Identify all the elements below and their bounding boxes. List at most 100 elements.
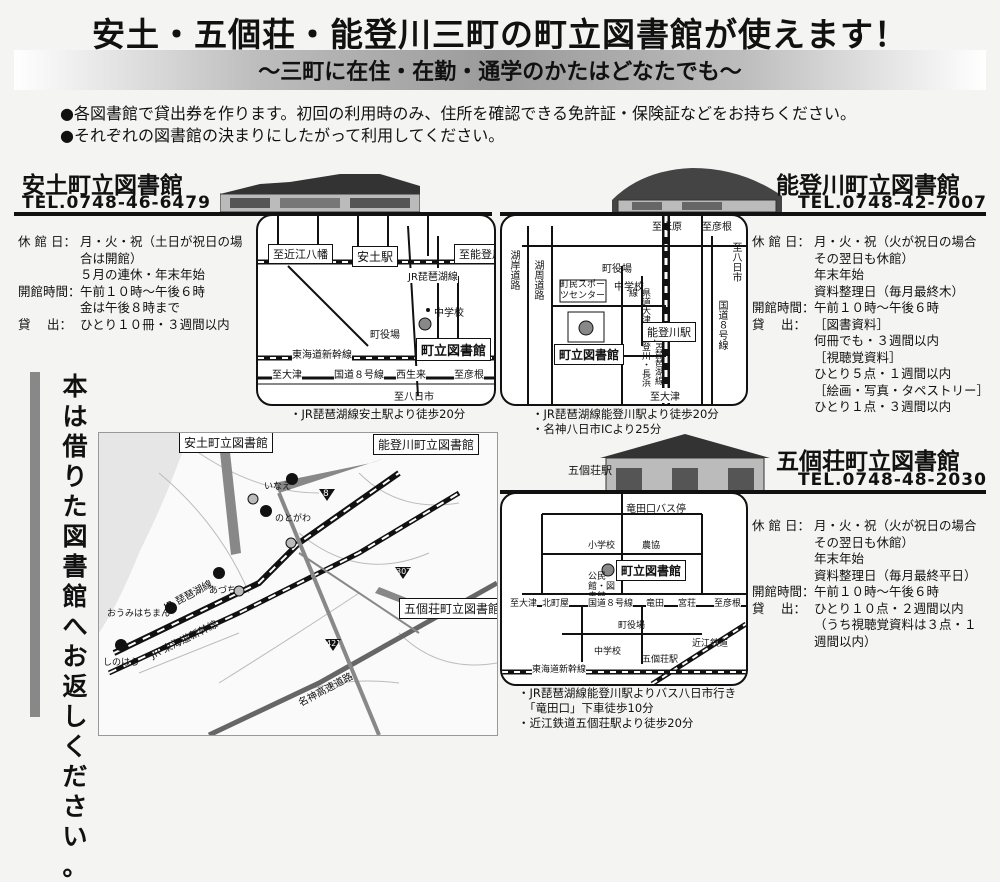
info-value: ひとり１０冊・３週間以内: [80, 316, 230, 332]
label-town-office: 町役場: [370, 330, 400, 341]
info-key: 開館時間：: [18, 283, 81, 299]
label-agri-coop: 農協: [642, 541, 661, 551]
note-2: ●それぞれの図書館の決まりにしたがって利用してください。: [60, 126, 505, 145]
label-biwako-line: JR琵琶湖線: [653, 340, 663, 385]
area-map: 安土町立図書館 能登川町立図書館 五個荘町立図書館 いなえ のとがわ あづち お…: [98, 432, 498, 736]
area-map-drawing: [99, 433, 497, 735]
info-value: 年末年始: [814, 267, 865, 282]
notogawa-map: 至米原 至彦根 至八日市 湖岸道路 湖周道路 町役場 中学校 町民スポーツセンタ…: [500, 214, 748, 406]
info-key: [752, 333, 814, 350]
info-key: 貸 出：: [18, 316, 72, 332]
label-gokasho-station: 五個荘駅: [642, 655, 679, 665]
label-notogawa-library: 町立図書館: [554, 344, 625, 365]
azuchi-info: 休 館 日：月・火・祝（土日が祝日の場合は開館） ５月の連休・年末年始 開館時間…: [18, 234, 253, 333]
info-key: [752, 267, 814, 284]
label-junior-high: 中学校: [434, 308, 464, 319]
info-value: ［絵画・写真・タペストリー］: [814, 382, 990, 398]
label-to-otsu: 至大津: [650, 388, 680, 403]
label-azuchi-library: 町立図書館: [416, 338, 492, 361]
notogawa-map-drawing: [522, 216, 746, 404]
info-key: [752, 568, 814, 585]
azuchi-tel: TEL.0748-46-6479: [22, 193, 211, 213]
notogawa-tel: TEL.0748-42-7007: [798, 193, 987, 213]
info-value: ひとり１０点・２週間以内: [814, 600, 964, 616]
info-key: 休 館 日：: [752, 518, 810, 533]
info-key: [752, 551, 814, 568]
notice-char: 館: [62, 582, 88, 611]
info-key: [752, 399, 814, 416]
info-value: 資料整理日（毎月最終木）: [814, 283, 965, 299]
azuchi-map: 至近江八幡 安土駅 至能登川 JR琵琶湖線 中学校 町役場 町立図書館 東海道新…: [256, 214, 496, 406]
return-notice: 本は借りた図書館へお返しください。: [58, 372, 92, 882]
label-to-yokaichi: 至八日市: [730, 242, 741, 282]
label-route8: 国道８号線: [334, 366, 384, 381]
label-sports-center: 町民スポーツセンター: [560, 280, 606, 301]
info-value: 年末年始: [814, 551, 865, 566]
notice-char: お: [62, 642, 88, 671]
info-value: 午前１０時〜午後６時: [80, 283, 206, 299]
info-key: [18, 300, 80, 317]
info-value: ひとり５点・１週間以内: [814, 366, 952, 381]
label-junior-high: 中学校: [614, 282, 644, 293]
label-to-yonehara: 至米原: [652, 222, 682, 233]
label-shinkansen: 東海道新幹線: [292, 346, 352, 361]
label-junior-high: 中学校: [594, 647, 622, 657]
notice-char: 本: [62, 372, 88, 401]
gokasho-tel: TEL.0748-48-2030: [798, 470, 987, 490]
gokasho-info: 休 館 日：月・火・祝（火が祝日の場合その翌日も休館） 年末年始 資料整理日（毎…: [752, 518, 986, 650]
note-1: ●各図書館で貸出券を作ります。初回の利用時のみ、住所を確認できる免許証・保険証な…: [60, 104, 857, 123]
info-value: 月・火・祝（火が祝日の場合その翌日も休館）: [814, 234, 977, 266]
notice-char: く: [62, 732, 88, 761]
station-azuchi: あづち: [209, 586, 237, 596]
notice-char: 借: [62, 432, 88, 461]
label-lake-road: 湖岸道路: [508, 250, 519, 290]
info-key: 休 館 日：: [752, 234, 810, 249]
label-to-notogawa: 至能登川: [454, 244, 494, 264]
azuchi-library-name: 安土町立図書館: [22, 173, 183, 199]
label-ohmi-rail: 近江鉄道: [692, 639, 729, 649]
gokasho-rule: [500, 490, 986, 494]
info-value: 月・火・祝（火が祝日の場合その翌日も休館）: [814, 518, 977, 550]
notice-char: は: [62, 402, 88, 431]
label-town-office: 町役場: [602, 264, 632, 275]
info-key: 休 館 日：: [18, 234, 76, 249]
label-to-otsu: 至大津: [510, 596, 538, 609]
info-key: 貸 出：: [752, 316, 806, 332]
subtitle-band: [14, 50, 986, 90]
gokasho-map-drawing: [502, 494, 746, 684]
label-route8: 国道８号線: [588, 596, 634, 609]
info-key: [752, 383, 814, 400]
label-to-omihachiman: 至近江八幡: [268, 244, 333, 264]
station-inae: いなえ: [264, 482, 292, 492]
notice-char: た: [62, 492, 88, 521]
page-title: 安土・五個荘・能登川三町の町立図書館が使えます！: [92, 15, 908, 54]
notice-char: 書: [62, 552, 88, 581]
info-value: 金は午後８時まで: [80, 300, 181, 315]
label-bus-stop: 竜田口バス停: [626, 504, 686, 515]
label-gokasho-library: 町立図書館: [616, 560, 687, 581]
label-lake-circuit: 湖周道路: [532, 260, 543, 300]
area-label-gokasho: 五個荘町立図書館: [399, 598, 497, 619]
info-key: [752, 284, 814, 301]
area-label-azuchi: 安土町立図書館: [179, 433, 274, 453]
info-value: 月・火・祝（土日が祝日の場合は開館）: [80, 234, 243, 266]
notogawa-info: 休 館 日： 月・火・祝（火が祝日の場合その翌日も休館） 年末年始 資料整理日（毎…: [752, 234, 990, 416]
notogawa-caption-2: ・名神八日市ICより25分: [532, 422, 662, 436]
notice-char: だ: [62, 762, 88, 791]
notice-char: 返: [62, 672, 88, 701]
label-azuchi-station: 安土駅: [352, 246, 399, 267]
station-omihachiman: おうみはちまん: [107, 609, 171, 619]
label-nishioizumi: 西生来: [396, 366, 426, 381]
notice-bar: [30, 372, 40, 717]
info-value: ［図書資料］: [814, 316, 890, 332]
label-to-hikone: 至彦根: [702, 222, 732, 233]
notice-char: り: [62, 462, 88, 491]
notice-char: 図: [62, 522, 88, 551]
notogawa-building-illustration: [612, 168, 782, 212]
label-town-office: 町役場: [618, 621, 646, 631]
info-key: [752, 350, 814, 367]
label-elementary: 小学校: [588, 541, 616, 551]
route-307-label: 307: [396, 567, 412, 576]
route-8-label: 8: [323, 489, 329, 499]
label-tatsuta: 竜田: [646, 596, 665, 609]
